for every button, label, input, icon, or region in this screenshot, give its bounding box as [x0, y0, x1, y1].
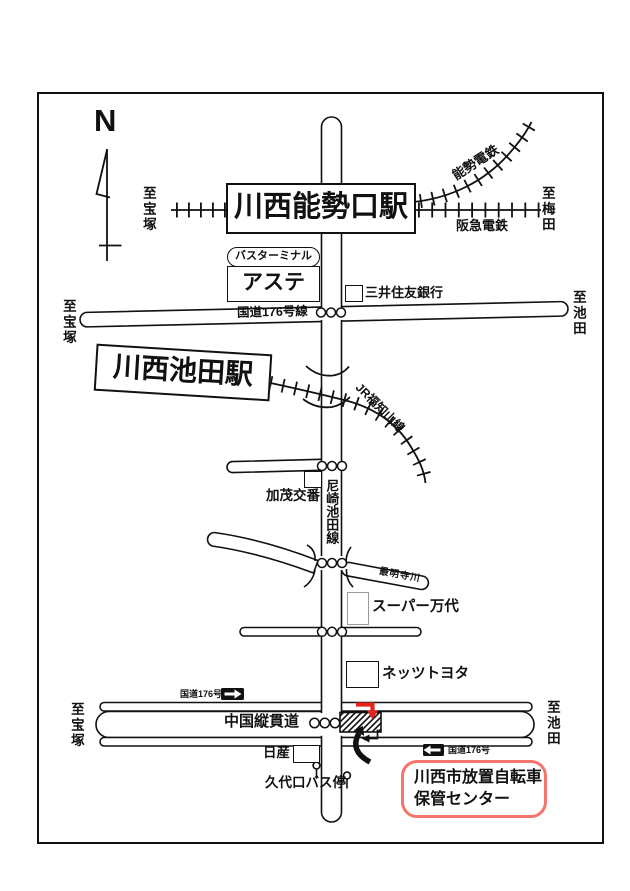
kamo-koban-label: 加茂交番 — [266, 488, 320, 503]
dest-top-takarazuka: 至宝塚 — [140, 186, 156, 233]
chugoku-expressway-label: 中国縦貫道 — [224, 713, 300, 730]
nose-rail-curve — [412, 118, 538, 209]
signal-circles — [309, 307, 348, 729]
smbc-building-icon — [345, 285, 363, 302]
route176-sign-bottom-arrow-icon — [423, 744, 444, 756]
nissan-label: 日産 — [263, 745, 290, 760]
dest-exp-takarazuka: 至宝塚 — [68, 702, 84, 749]
dest-r176-ikeda: 至池田 — [570, 290, 586, 337]
north-label: N — [94, 103, 117, 138]
dest-r176-takarazuka: 至宝塚 — [60, 299, 76, 346]
netz-toyota-label: ネッツトヨタ — [382, 666, 469, 682]
dest-exp-ikeda: 至池田 — [544, 700, 560, 747]
rail-crossing-marks — [302, 365, 351, 409]
entry-arrow-red-icon — [356, 702, 378, 720]
amagasaki-ikeda-line-label: 尼崎池田線 — [324, 479, 340, 544]
facility-callout: 川西市放置自転車 保管センター — [401, 760, 547, 818]
dest-top-umeda: 至梅田 — [539, 186, 555, 233]
compass-needle-icon — [95, 149, 122, 261]
super-mandai-icon — [347, 592, 369, 625]
bus-terminal-oval: バスターミナル — [227, 247, 320, 267]
jr-fukuchiyama-rail-curve — [264, 375, 433, 485]
smbc-label: 三井住友銀行 — [365, 285, 444, 300]
kushiro-bus-stop-label: 久代口バス停 — [265, 775, 346, 790]
expressway-upper-lane — [99, 701, 533, 712]
route176-sign-top-arrow-icon — [221, 688, 244, 700]
kamo-koban-icon — [304, 471, 322, 488]
netz-toyota-icon — [346, 661, 379, 688]
station-noseguchi-box: 川西能勢口駅 — [226, 183, 416, 234]
curved-side-road — [206, 531, 320, 575]
map-border-frame — [37, 92, 604, 844]
nissan-icon — [293, 745, 320, 763]
curved-approach-arrow-icon — [353, 726, 372, 765]
facility-name-line1: 川西市放置自転車 — [414, 769, 543, 786]
turn-back-arrow-icon — [361, 729, 379, 743]
route176-sign-bottom-label: 国道176号 — [448, 745, 491, 755]
super-mandai-label: スーパー万代 — [372, 599, 459, 615]
facility-name-line2: 保管センター — [414, 790, 511, 808]
route176-road-label: 国道176号線 — [236, 304, 308, 320]
route176-sign-top-label: 国道176号 — [180, 689, 223, 699]
river-junction-marks — [303, 544, 354, 588]
hankyu-line-label: 阪急電鉄 — [456, 218, 509, 233]
aste-box: アステ — [227, 266, 320, 302]
